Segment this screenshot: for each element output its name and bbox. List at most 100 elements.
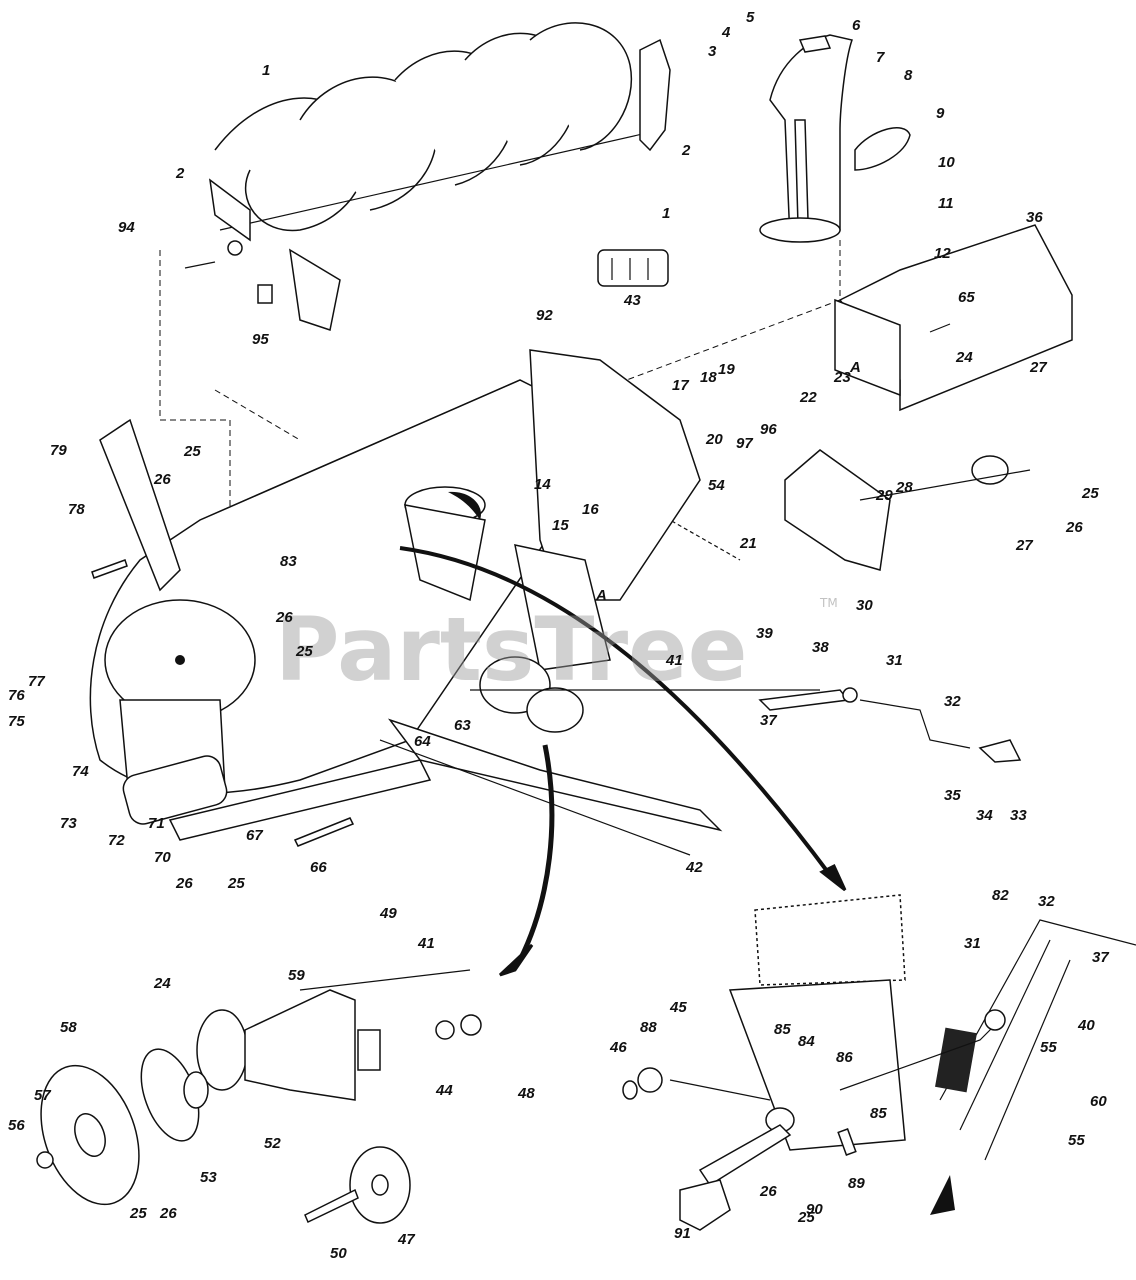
sprocket-and-chain [529, 349, 741, 601]
arrow-to-lower-right [399, 546, 832, 877]
callout-95: 95 [252, 331, 269, 348]
detail-pulley-stack [36, 969, 482, 1224]
callout-36: 36 [1026, 209, 1043, 226]
callout-24: 24 [153, 975, 171, 992]
callout-31: 31 [964, 935, 981, 952]
callout-85: 85 [870, 1105, 887, 1122]
callout-25: 25 [295, 643, 313, 660]
callout-25: 25 [183, 443, 201, 460]
callout-64: 64 [414, 733, 431, 750]
callout-8: 8 [904, 67, 913, 84]
callout-89: 89 [848, 1175, 865, 1192]
callout-26: 26 [759, 1183, 777, 1200]
callout-31: 31 [886, 652, 903, 669]
callout-1: 1 [662, 205, 670, 222]
auger-assembly [184, 22, 671, 331]
callout-82: 82 [992, 887, 1009, 904]
callout-49: 49 [379, 905, 397, 922]
callout-78: 78 [68, 501, 85, 518]
callout-52: 52 [264, 1135, 281, 1152]
callout-12: 12 [934, 245, 951, 262]
callout-41: 41 [417, 935, 435, 952]
callout-26: 26 [1065, 519, 1083, 536]
callout-27: 27 [1015, 537, 1033, 554]
drive-pulleys [470, 656, 820, 733]
callout-55: 55 [1040, 1039, 1057, 1056]
callout-79: 79 [50, 442, 67, 459]
callout-85: 85 [774, 1021, 791, 1038]
callout-55: 55 [1068, 1132, 1085, 1149]
callout-91: 91 [674, 1225, 691, 1242]
detail-label-a-housing: A [595, 587, 607, 604]
callout-37: 37 [1092, 949, 1109, 966]
callout-96: 96 [760, 421, 777, 438]
callout-77: 77 [28, 673, 45, 690]
callout-2: 2 [175, 165, 185, 182]
crank-assembly [758, 687, 1022, 763]
callout-72: 72 [108, 832, 125, 849]
callout-5: 5 [746, 9, 755, 26]
callout-26: 26 [153, 471, 171, 488]
callout-7: 7 [876, 49, 885, 66]
callout-60: 60 [1090, 1093, 1107, 1110]
arrow-head-lower-left [498, 943, 534, 977]
callout-22: 22 [799, 389, 817, 406]
callout-32: 32 [944, 693, 961, 710]
watermark: PartsTree [275, 598, 747, 701]
callout-27: 27 [1029, 359, 1047, 376]
callout-45: 45 [669, 999, 687, 1016]
callout-94: 94 [118, 219, 135, 236]
callout-35: 35 [944, 787, 961, 804]
callout-58: 58 [60, 1019, 77, 1036]
callout-84: 84 [798, 1033, 815, 1050]
callout-2: 2 [681, 142, 691, 159]
detail-label-a-cover: A [849, 359, 861, 376]
callout-46: 46 [609, 1039, 627, 1056]
callout-18: 18 [700, 369, 717, 386]
callout-56: 56 [8, 1117, 25, 1134]
callout-24: 24 [955, 349, 973, 366]
callout-19: 19 [718, 361, 735, 378]
discharge-chute [759, 34, 911, 243]
callout-71: 71 [148, 815, 165, 832]
callout-4: 4 [721, 24, 731, 41]
callout-48: 48 [517, 1085, 535, 1102]
callout-11: 11 [938, 195, 954, 212]
callout-50: 50 [330, 1245, 347, 1262]
callout-41: 41 [665, 652, 683, 669]
callout-57: 57 [34, 1087, 51, 1104]
callout-34: 34 [976, 807, 993, 824]
callout-44: 44 [435, 1082, 453, 1099]
bracket-part-43 [597, 249, 669, 287]
callout-86: 86 [836, 1049, 853, 1066]
callout-30: 30 [856, 597, 873, 614]
callout-67: 67 [246, 827, 263, 844]
callout-75: 75 [8, 713, 25, 730]
callout-25: 25 [797, 1209, 815, 1226]
callout-73: 73 [60, 815, 77, 832]
callout-83: 83 [280, 553, 297, 570]
bolt-66 [293, 817, 355, 847]
callout-39: 39 [756, 625, 773, 642]
callout-15: 15 [552, 517, 569, 534]
callout-70: 70 [154, 849, 171, 866]
callout-43: 43 [623, 292, 641, 309]
callout-26: 26 [275, 609, 293, 626]
callout-20: 20 [705, 431, 723, 448]
auger-housing [89, 379, 723, 856]
callout-6: 6 [852, 17, 861, 34]
arrow-to-lower-left [517, 744, 555, 962]
callout-76: 76 [8, 687, 25, 704]
skid-frame [99, 418, 181, 592]
callout-33: 33 [1010, 807, 1027, 824]
callout-54: 54 [708, 477, 725, 494]
callout-74: 74 [72, 763, 89, 780]
callout-16: 16 [582, 501, 599, 518]
callout-3: 3 [708, 43, 717, 60]
callout-37: 37 [760, 712, 777, 729]
callout-53: 53 [200, 1169, 217, 1186]
callout-25: 25 [227, 875, 245, 892]
callout-38: 38 [812, 639, 829, 656]
